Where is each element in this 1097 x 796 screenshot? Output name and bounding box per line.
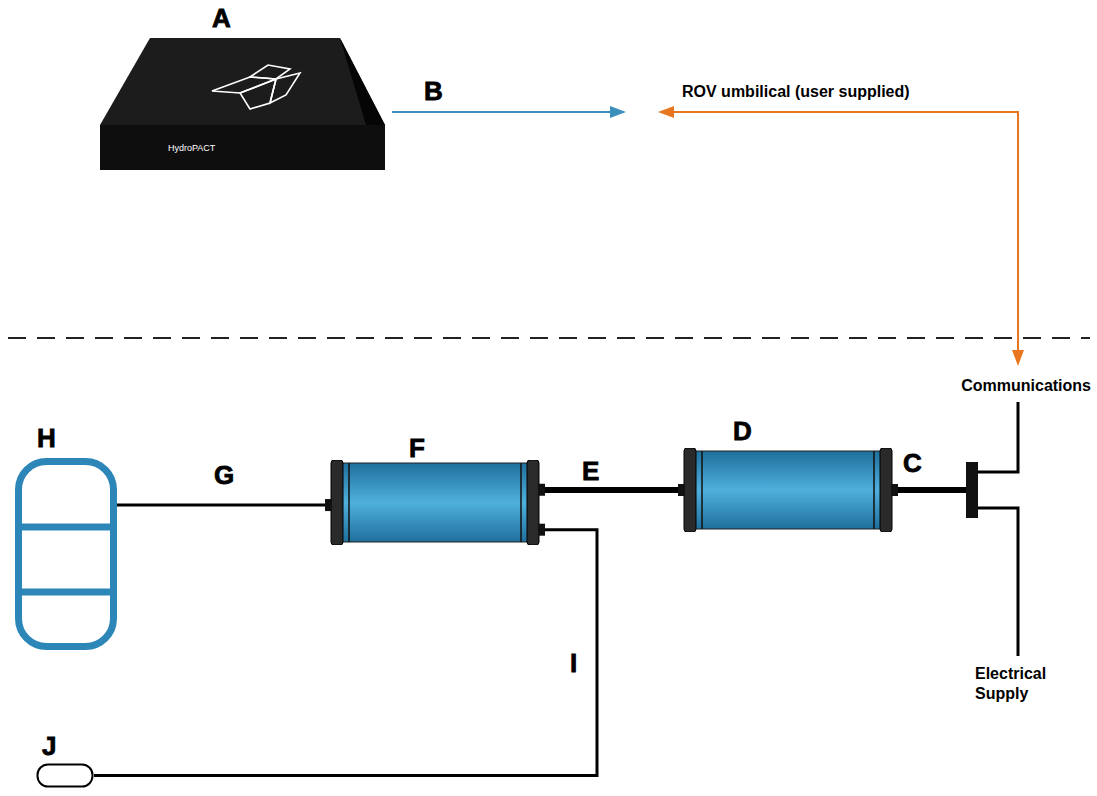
surface-boundary (8, 337, 1090, 339)
signal-name: Electrical Supply (975, 664, 1075, 704)
hydropact-unit: A HydroPACT (100, 5, 390, 175)
callout-letter: I (570, 650, 577, 676)
cable-line (94, 530, 597, 776)
cable (897, 487, 966, 493)
cable-connector (117, 505, 325, 506)
power-wire (978, 508, 1018, 656)
hydropact-unit-shape (100, 33, 385, 170)
cable-connector (545, 490, 678, 491)
cylinder-housing-shape (325, 460, 545, 545)
cylinder-housing-shape (678, 448, 898, 532)
umbilical-note: ROV umbilical (user supplied) (682, 82, 910, 102)
comms-wire (978, 402, 1018, 472)
tank-unit-shape (15, 458, 117, 650)
arrow-head (658, 106, 674, 118)
callout-letter: J (42, 733, 56, 759)
callout-letter: F (409, 435, 425, 461)
cable-line (545, 487, 678, 493)
arrow-head (1012, 350, 1024, 366)
umbilical-line (672, 112, 1018, 352)
sensor-unit-shape (36, 763, 94, 788)
callout-letter: A (212, 5, 231, 31)
callout-letter: G (214, 462, 234, 488)
cylinder-housing: F (325, 435, 545, 547)
connector-block (966, 462, 978, 518)
signal-name: Communications (961, 376, 1091, 396)
callout-letter: E (582, 458, 599, 484)
cable-connector (94, 530, 597, 776)
tank-unit: H (15, 425, 120, 653)
callout-letter: C (903, 450, 922, 476)
cable-line (117, 504, 325, 507)
product-label: HydroPACT (168, 143, 215, 153)
callout-letter: B (424, 78, 443, 104)
callout-letter: H (37, 425, 56, 451)
arrow-head (610, 106, 626, 118)
signal-arrow (392, 111, 612, 113)
callout-letter: D (733, 418, 752, 444)
cylinder-housing: D (678, 418, 898, 534)
sensor-unit: J (36, 733, 98, 789)
